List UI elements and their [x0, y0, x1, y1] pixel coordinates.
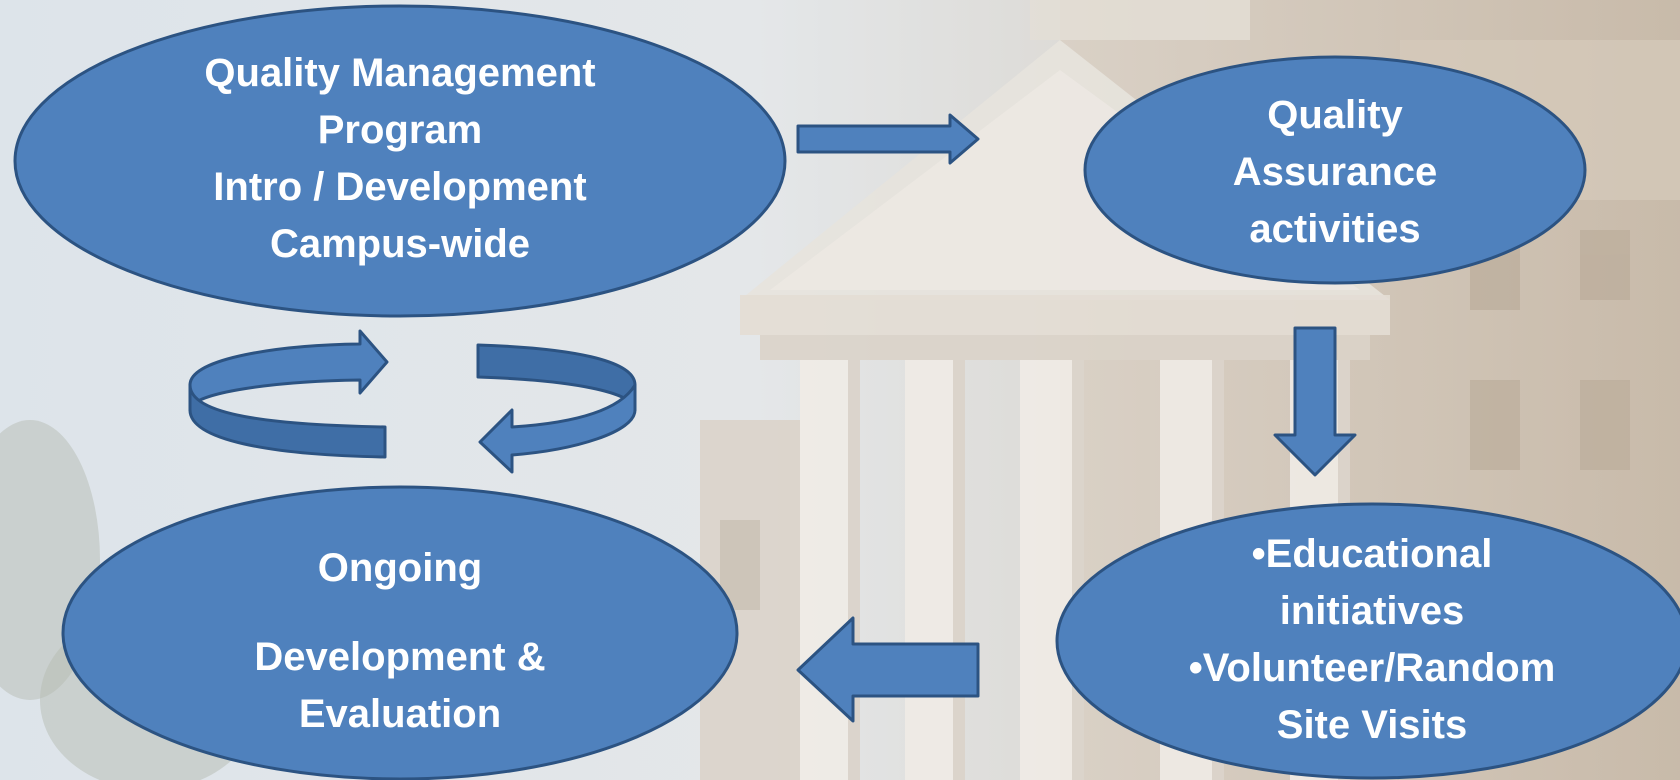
- node-quality-management-label: Quality Management Program Intro / Devel…: [100, 44, 700, 274]
- node-line: Development &: [254, 634, 546, 679]
- node-educational-initiatives: [1055, 502, 1680, 780]
- node-line: Evaluation: [298, 691, 502, 736]
- node-line: Ongoing: [317, 545, 483, 590]
- node-line: Quality: [1267, 93, 1403, 137]
- node-line: •Educational: [1251, 532, 1493, 576]
- arrow-right-icon: [796, 113, 980, 165]
- arrow-down-icon: [1273, 326, 1357, 477]
- node-line: Program: [317, 108, 483, 152]
- node-line: Quality Management: [204, 51, 596, 95]
- node-line: initiatives: [1279, 589, 1465, 633]
- node-quality-management: [13, 4, 787, 318]
- node-educational-initiatives-label: •Educational initiatives •Volunteer/Rand…: [1072, 525, 1672, 755]
- node-line: Site Visits: [1276, 703, 1468, 747]
- node-line: •Volunteer/Random: [1188, 646, 1556, 690]
- node-ongoing-development: [61, 485, 739, 780]
- arrow-left-icon: [796, 616, 980, 723]
- node-line: Campus-wide: [269, 222, 531, 266]
- node-ongoing-development-label: Ongoing Development & Evaluation: [150, 536, 650, 746]
- node-line: Assurance: [1232, 150, 1438, 194]
- node-quality-assurance: [1083, 55, 1587, 285]
- cycle-arrows-icon: [188, 329, 637, 474]
- node-line: activities: [1249, 207, 1421, 251]
- node-quality-assurance-label: Quality Assurance activities: [1135, 85, 1535, 260]
- node-line: Intro / Development: [213, 165, 587, 209]
